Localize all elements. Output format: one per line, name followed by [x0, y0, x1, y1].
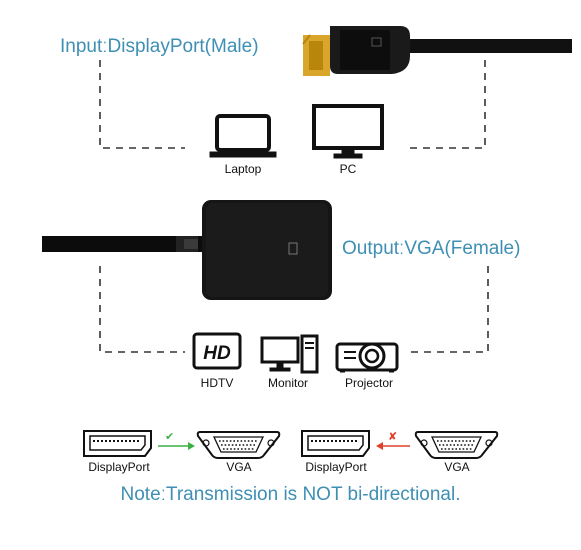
- displayport-port-icon: [83, 430, 152, 457]
- arrow-left-icon: [376, 442, 410, 450]
- output-label: OutputːVGA(Female): [342, 238, 521, 259]
- input-label: InputːDisplayPort(Male): [60, 36, 259, 57]
- vga-adapter: [42, 200, 332, 300]
- svg-text:HD: HD: [203, 343, 231, 364]
- diagram-right-from-label: DisplayPort: [305, 460, 367, 474]
- monitor-pc-icon: [312, 104, 384, 159]
- projector-icon: [335, 342, 399, 373]
- device-label-hdtv: HDTV: [200, 376, 234, 390]
- vga-port-icon: [196, 431, 281, 459]
- device-label-laptop: Laptop: [224, 162, 262, 176]
- diagram-left-from-label: DisplayPort: [88, 460, 150, 474]
- displayport-plug: [302, 26, 572, 76]
- displayport-port-icon-2: [301, 430, 370, 457]
- diagram-right-to-label: VGA: [444, 460, 470, 474]
- arrow-right-icon: [158, 442, 195, 450]
- monitor-tower-icon: [260, 334, 319, 374]
- device-label-projector: Projector: [344, 376, 394, 390]
- vga-port-icon-2: [414, 431, 499, 459]
- diagram-left-to-label: VGA: [226, 460, 252, 474]
- hdtv-icon: HD: [192, 332, 242, 370]
- laptop-icon: [209, 114, 277, 158]
- top-dashed-connector: [99, 60, 486, 149]
- cross-mark-icon: ✘: [388, 430, 398, 443]
- note-text: NoteːTransmission is NOT bi-directional.: [120, 484, 461, 505]
- device-label-monitor: Monitor: [267, 376, 308, 390]
- check-mark-icon: ✔: [165, 430, 175, 443]
- bottom-dashed-connector: [99, 266, 489, 353]
- device-label-pc: PC: [339, 162, 357, 176]
